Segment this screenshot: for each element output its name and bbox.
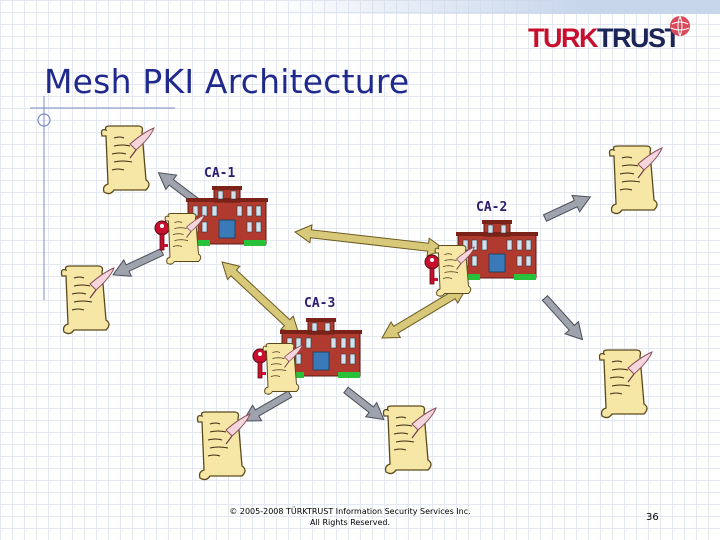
copyright-line-1: © 2005-2008 TÜRKTRUST Information Securi… [229, 507, 471, 516]
ca2-key-icon [424, 254, 440, 285]
corner-crosshair [30, 96, 175, 300]
issue-arrow-ca2-topright [542, 194, 592, 222]
end-entity-certificate-icon [196, 411, 251, 481]
page-number: 36 [646, 512, 659, 523]
ca1-label: CA-1 [204, 166, 236, 181]
ca3-key-icon [252, 348, 268, 379]
copyright-notice: © 2005-2008 TÜRKTRUST Information Securi… [200, 506, 500, 528]
issue-arrow-ca3-bottomright [343, 386, 385, 421]
logo-text-turk: TURK [528, 23, 599, 53]
logo-text-trust: TRUST [597, 23, 681, 53]
cross-cert-arrow-ca1-ca2 [293, 224, 446, 257]
end-entity-certificate-icon [608, 145, 663, 215]
turktrust-logo: TURKTRUST [528, 22, 681, 54]
globe-logo-icon [670, 15, 690, 37]
ca2-label: CA-2 [476, 200, 508, 215]
issue-arrow-ca2-bottomright [541, 294, 584, 341]
end-entity-certificate-icon [100, 125, 155, 195]
ca1-building-icon [185, 185, 269, 247]
end-entity-certificate-icon [60, 265, 115, 335]
issue-arrow-ca3-bottomleft [242, 390, 293, 422]
end-entity-certificate-icon [382, 405, 437, 475]
issue-arrow-ca1-left [112, 248, 165, 277]
page-title: Mesh PKI Architecture [44, 62, 410, 101]
end-entity-certificate-icon [598, 349, 653, 419]
header-gradient-bar [265, 0, 720, 14]
cross-cert-arrow-ca1-ca3 [221, 261, 300, 335]
ca3-label: CA-3 [304, 296, 336, 311]
copyright-line-2: All Rights Reserved. [309, 518, 390, 527]
ca1-key-icon [154, 220, 170, 251]
